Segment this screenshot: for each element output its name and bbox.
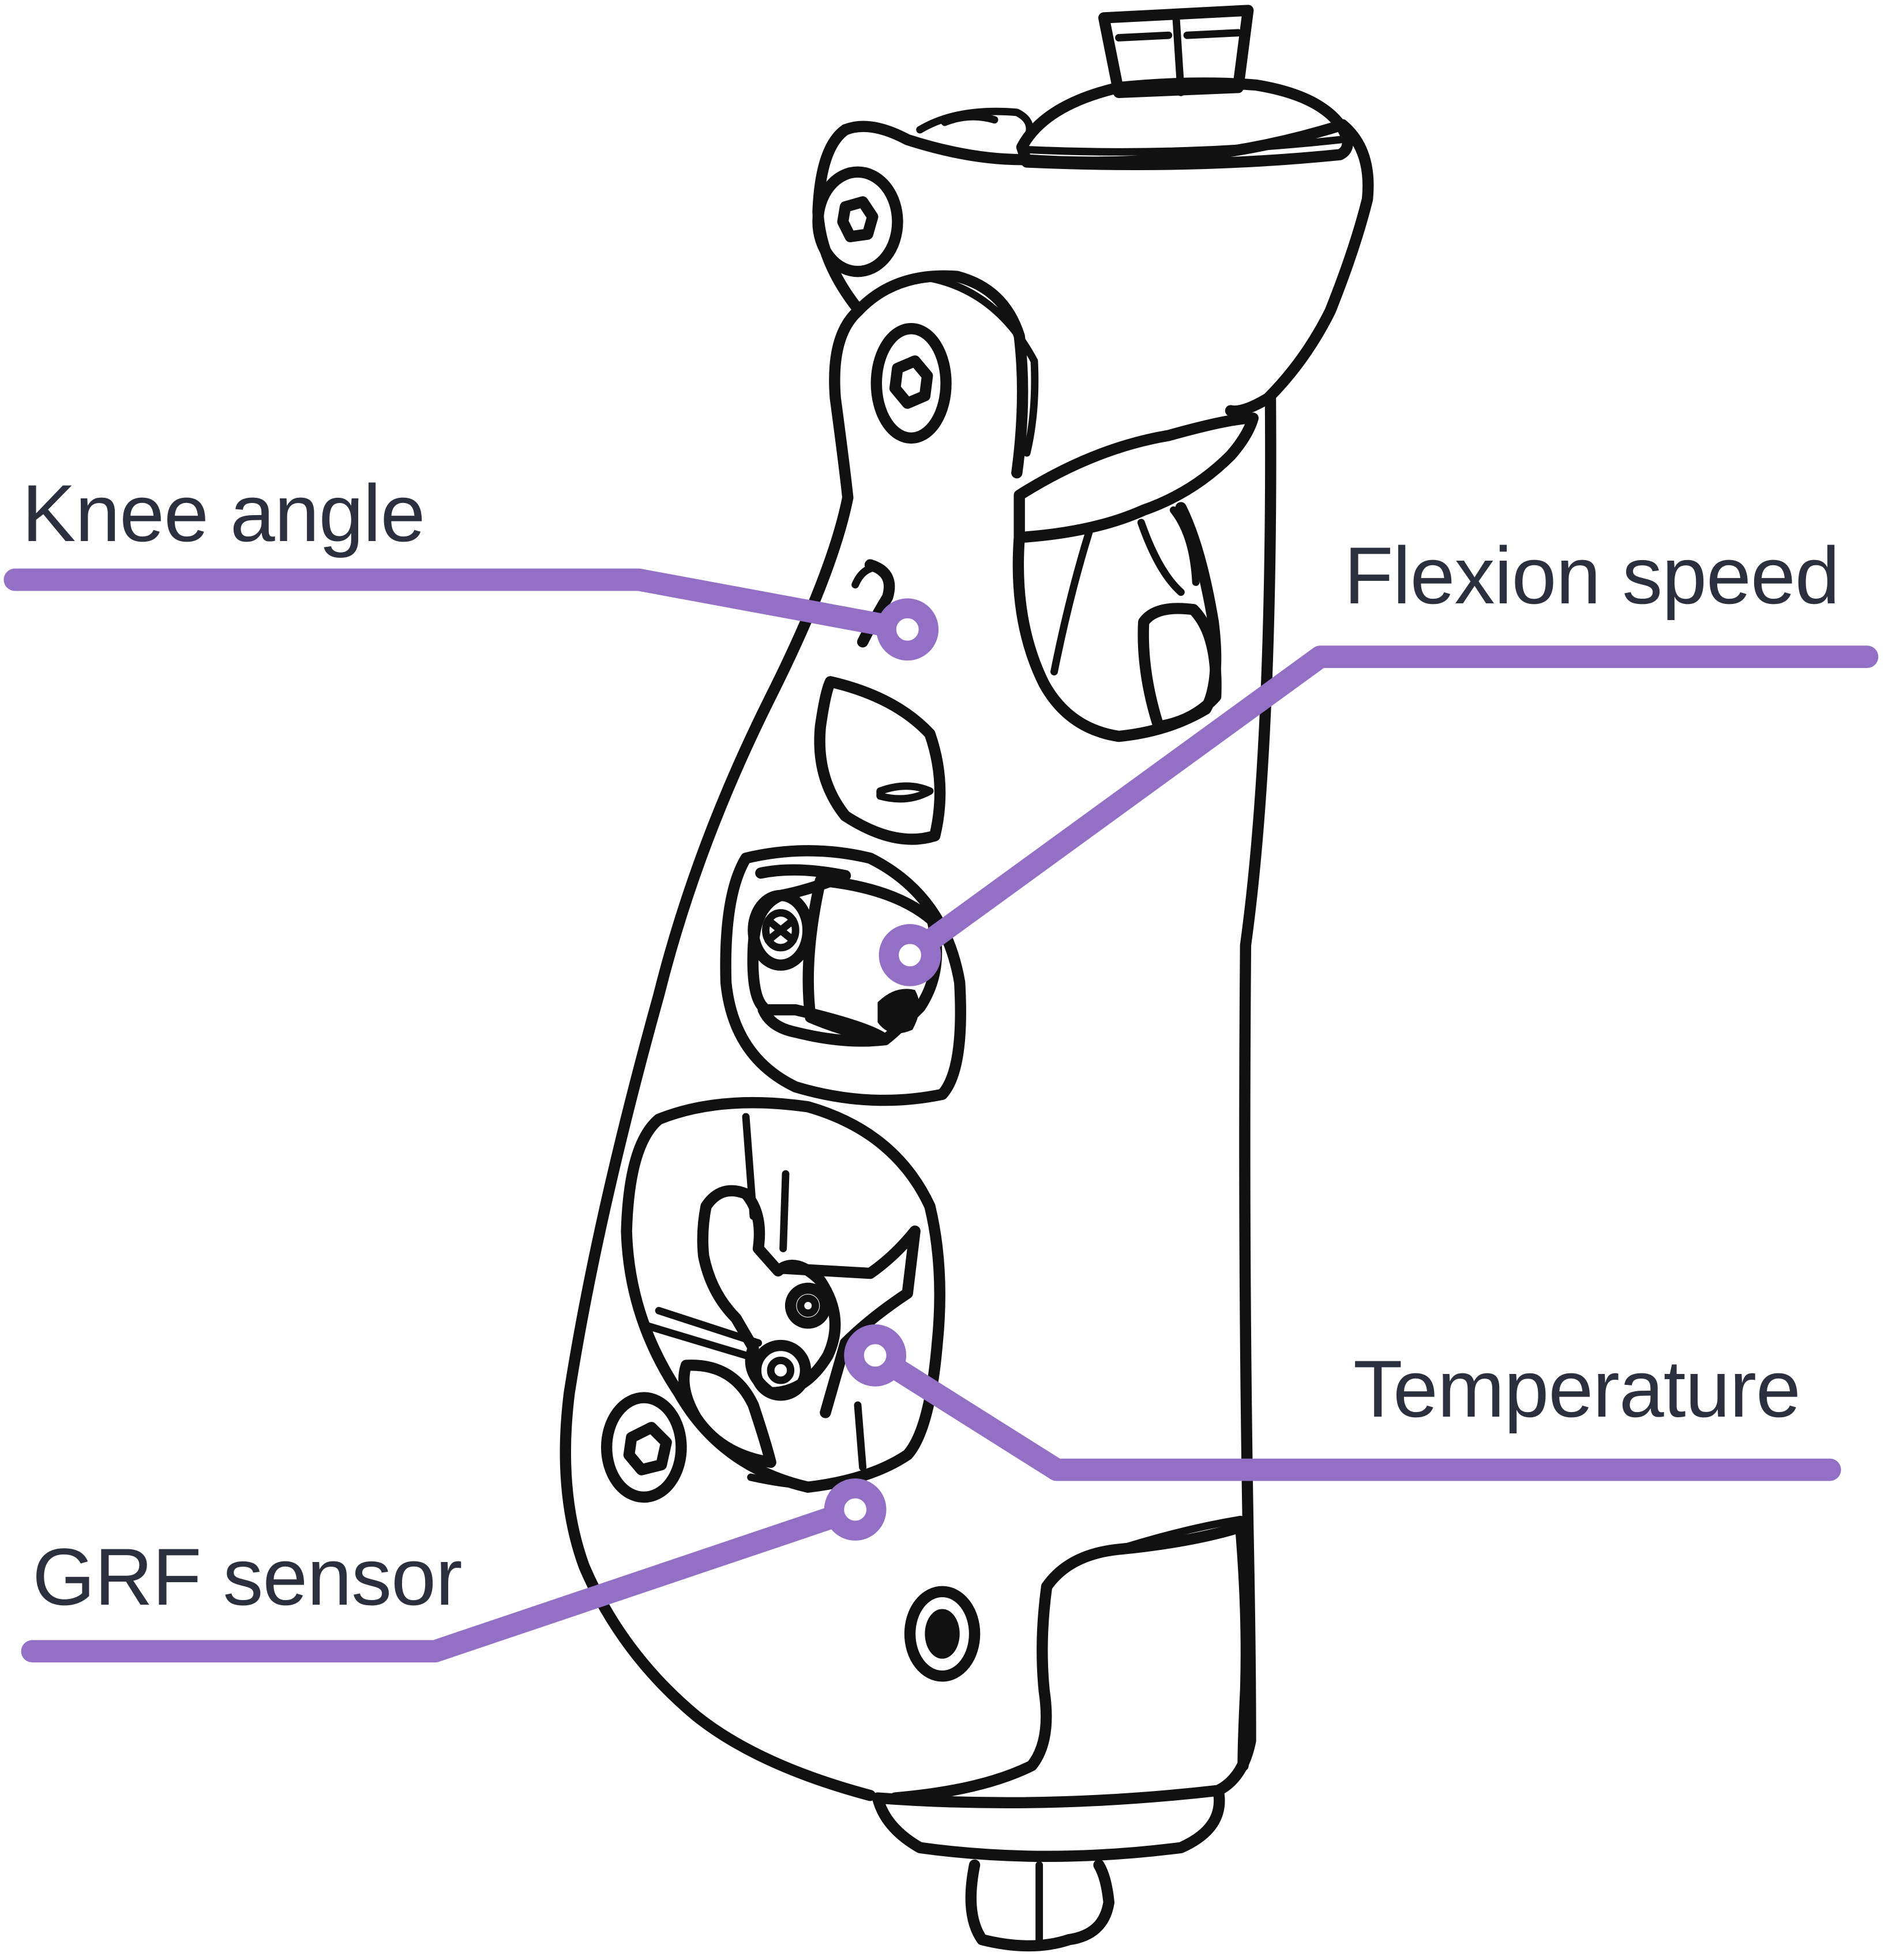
lower-housing xyxy=(889,1515,1252,1804)
side-link-plate xyxy=(829,270,1039,504)
callout-leaders xyxy=(3,568,1879,1663)
knee-angle-leader-line xyxy=(3,568,919,641)
knee-angle-label: Knee angle xyxy=(22,468,425,558)
actuator-cylinder xyxy=(1012,502,1222,742)
temperature-label: Temperature xyxy=(1353,1343,1801,1434)
prosthetic-knee-drawing xyxy=(560,5,1374,1952)
middle-bolt xyxy=(870,323,952,444)
bottom-cap xyxy=(872,1785,1225,1952)
flexion-speed-marker xyxy=(879,924,941,986)
grf-sensor-marker xyxy=(824,1478,887,1541)
knee-angle-marker xyxy=(876,598,939,661)
shank-body xyxy=(560,392,1277,1801)
grf-sensor-leader-line xyxy=(21,1498,867,1663)
thigh-wedge xyxy=(1013,412,1259,543)
flexion-speed-label: Flexion speed xyxy=(1344,530,1840,621)
cap-disc xyxy=(916,77,1353,170)
upper-bolt xyxy=(812,166,903,277)
temperature-leader-line xyxy=(864,1344,1841,1481)
lower-hole xyxy=(904,1586,981,1682)
grf-sensor-label: GRF sensor xyxy=(32,1531,463,1622)
side-bolt xyxy=(600,1392,687,1503)
lower-window xyxy=(621,1097,945,1493)
flexion-speed-leader-line xyxy=(899,645,1879,967)
temperature-marker xyxy=(844,1324,907,1387)
middle-window xyxy=(720,845,966,1106)
upper-window xyxy=(814,676,946,845)
